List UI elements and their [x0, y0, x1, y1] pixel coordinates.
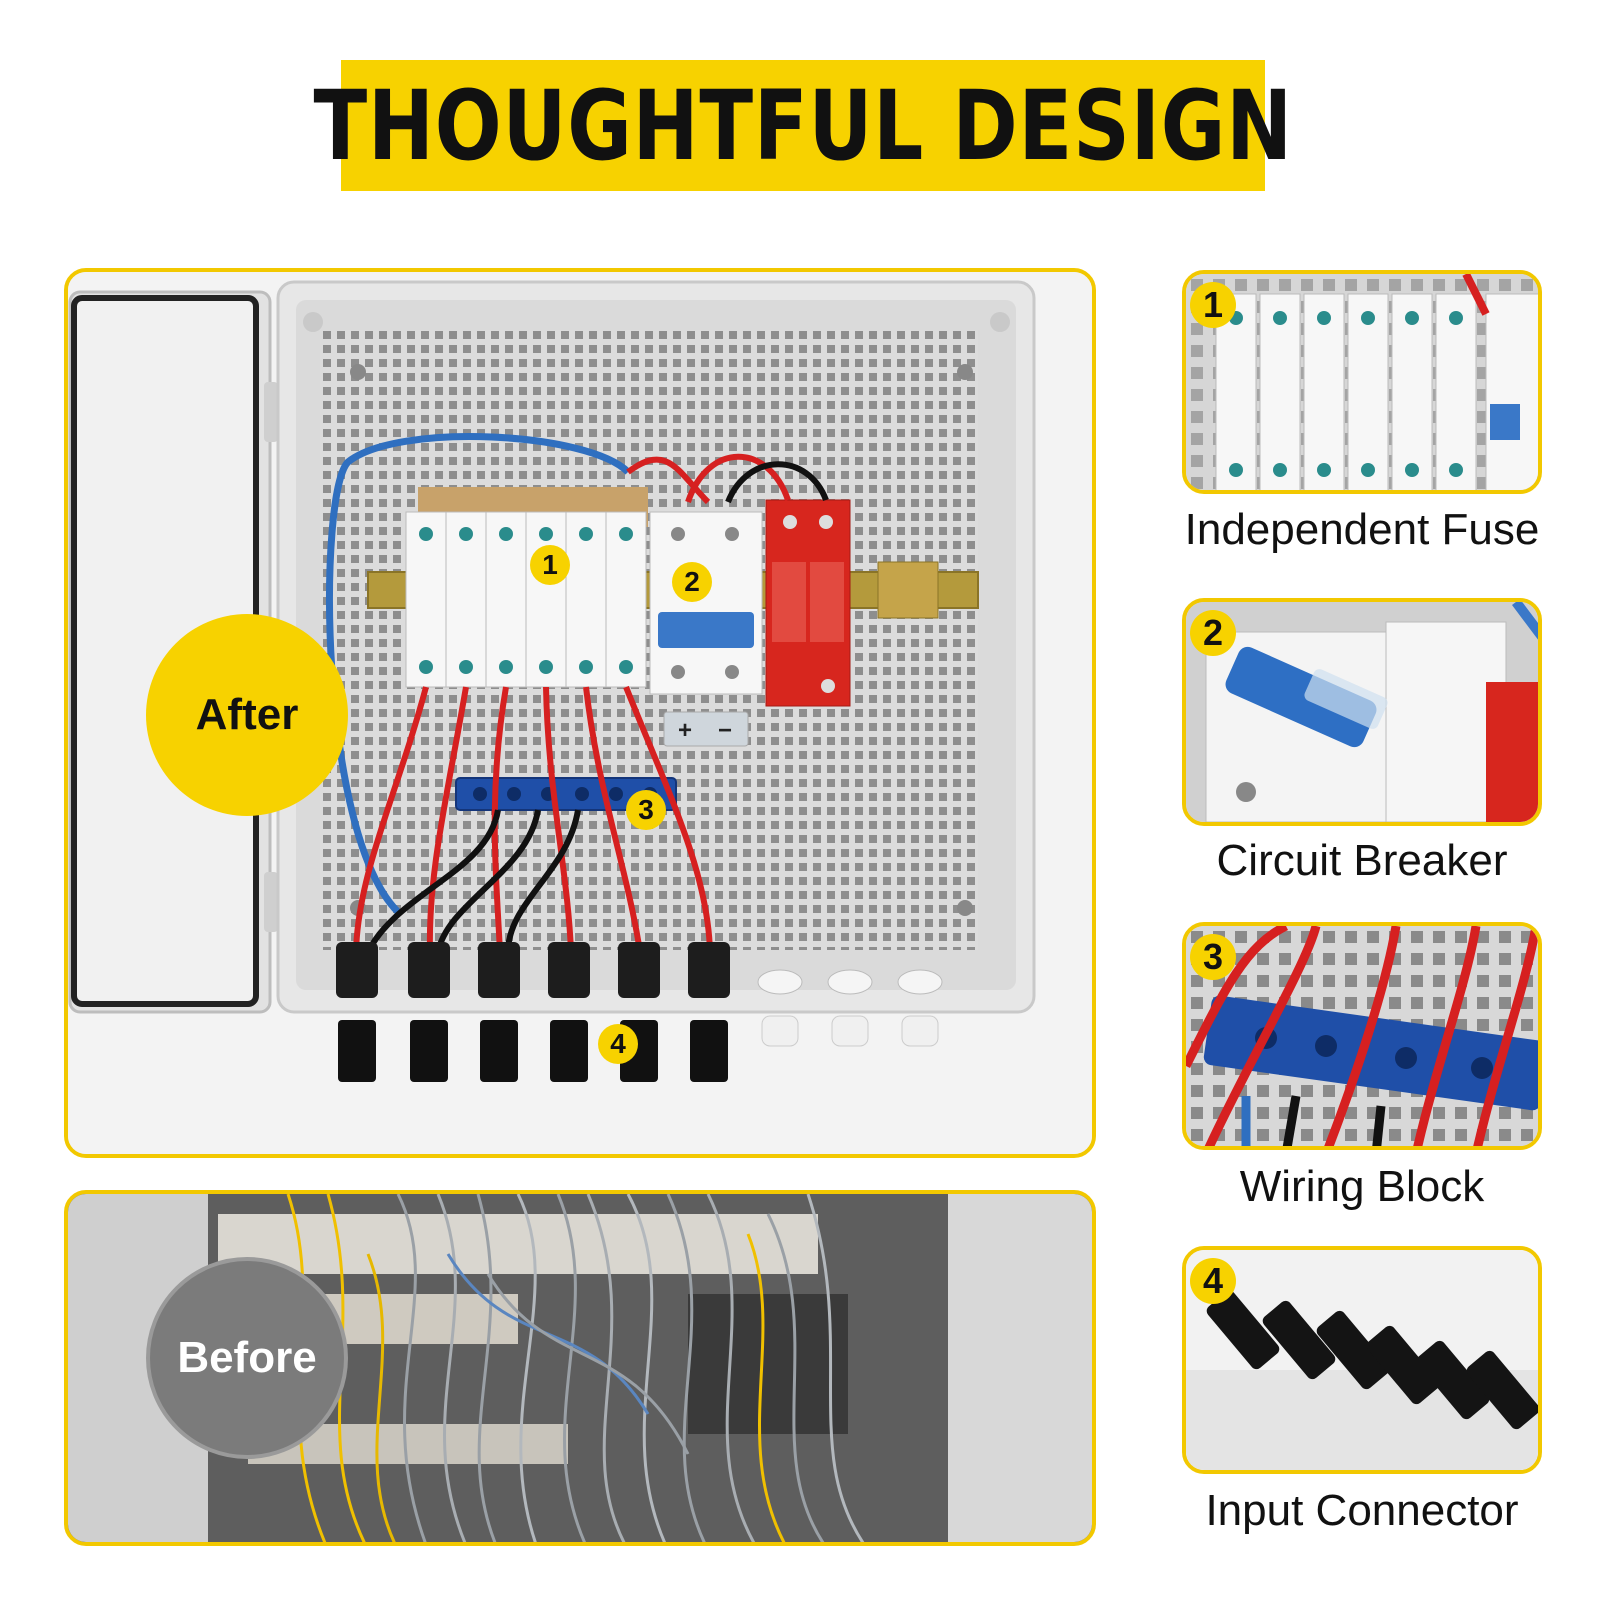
caption-independent-fuse: Independent Fuse	[1184, 505, 1540, 554]
callout-1: 1	[530, 545, 570, 585]
detail-input-connector	[1182, 1246, 1542, 1474]
callout-2: 2	[672, 562, 712, 602]
detail-1-number: 1	[1190, 282, 1236, 328]
detail-3-number: 3	[1190, 934, 1236, 980]
svg-text:−: −	[718, 717, 732, 744]
combiner-box-illustration: + −	[68, 272, 1092, 1154]
fuse-holders	[405, 511, 647, 688]
caption-input-connector: Input Connector	[1205, 1486, 1519, 1535]
surge-protector	[765, 499, 851, 707]
breaker-closeup	[1186, 602, 1538, 822]
polarity-label: + −	[663, 711, 749, 747]
detail-independent-fuse	[1182, 270, 1542, 494]
after-badge: After	[146, 614, 348, 816]
connector-closeup	[1186, 1250, 1538, 1470]
caption-wiring-block: Wiring Block	[1239, 1162, 1485, 1211]
cable-glands	[336, 942, 943, 998]
detail-wiring-block	[1182, 922, 1542, 1150]
caption-circuit-breaker: Circuit Breaker	[1216, 836, 1508, 885]
wiring	[326, 433, 829, 954]
detail-2-number: 2	[1190, 610, 1236, 656]
wiring-block-closeup	[1186, 926, 1538, 1146]
after-image: + −	[64, 268, 1096, 1158]
page-title: THOUGHTFUL DESIGN	[313, 69, 1293, 182]
before-badge: Before	[146, 1257, 348, 1459]
callout-4: 4	[598, 1024, 638, 1064]
detail-4-number: 4	[1190, 1258, 1236, 1304]
header-banner: THOUGHTFUL DESIGN	[313, 60, 1292, 191]
svg-text:+: +	[678, 717, 692, 744]
callout-3: 3	[626, 790, 666, 830]
fuse-closeup	[1186, 274, 1538, 490]
circuit-breaker	[649, 511, 763, 695]
detail-circuit-breaker	[1182, 598, 1542, 826]
input-connectors	[338, 1015, 939, 1082]
